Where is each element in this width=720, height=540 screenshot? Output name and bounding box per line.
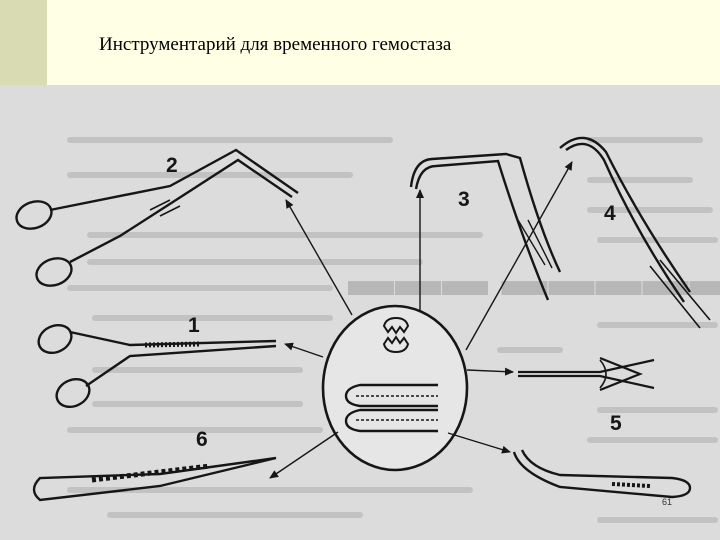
- label-4: 4: [604, 202, 616, 225]
- label-5: 5: [610, 412, 622, 435]
- label-2: 2: [166, 154, 178, 177]
- clamp-angled-2: [15, 148, 299, 287]
- clamp-curved-4: [559, 136, 711, 329]
- label-3: 3: [458, 188, 470, 211]
- label-1: 1: [188, 314, 200, 337]
- spring-clamp-5: [512, 449, 692, 499]
- header-accent-bar: [0, 0, 47, 85]
- jaw-cross-section: [382, 316, 410, 354]
- slide-title: Инструментарий для временного гемостаза: [99, 34, 452, 55]
- label-6: 6: [196, 428, 208, 451]
- ghost-text-lines: [67, 137, 718, 523]
- instruments-drawing: 2 1 6 3 4 5: [15, 136, 718, 523]
- clamp-straight-1: [37, 324, 277, 408]
- forceps-6: [32, 456, 277, 502]
- page-number: 61: [662, 497, 673, 507]
- instruments-figure: ▬▬▬ ▬▬▬▬▬: [0, 85, 720, 540]
- pointer-arrows: [269, 161, 573, 479]
- bulldog-clip: [518, 356, 655, 392]
- jaw-long-view: [344, 383, 438, 433]
- jaw-detail-circle: [321, 304, 469, 472]
- slide-header: Инструментарий для временного гемостаза: [0, 0, 720, 85]
- clamp-long-3: [409, 152, 562, 301]
